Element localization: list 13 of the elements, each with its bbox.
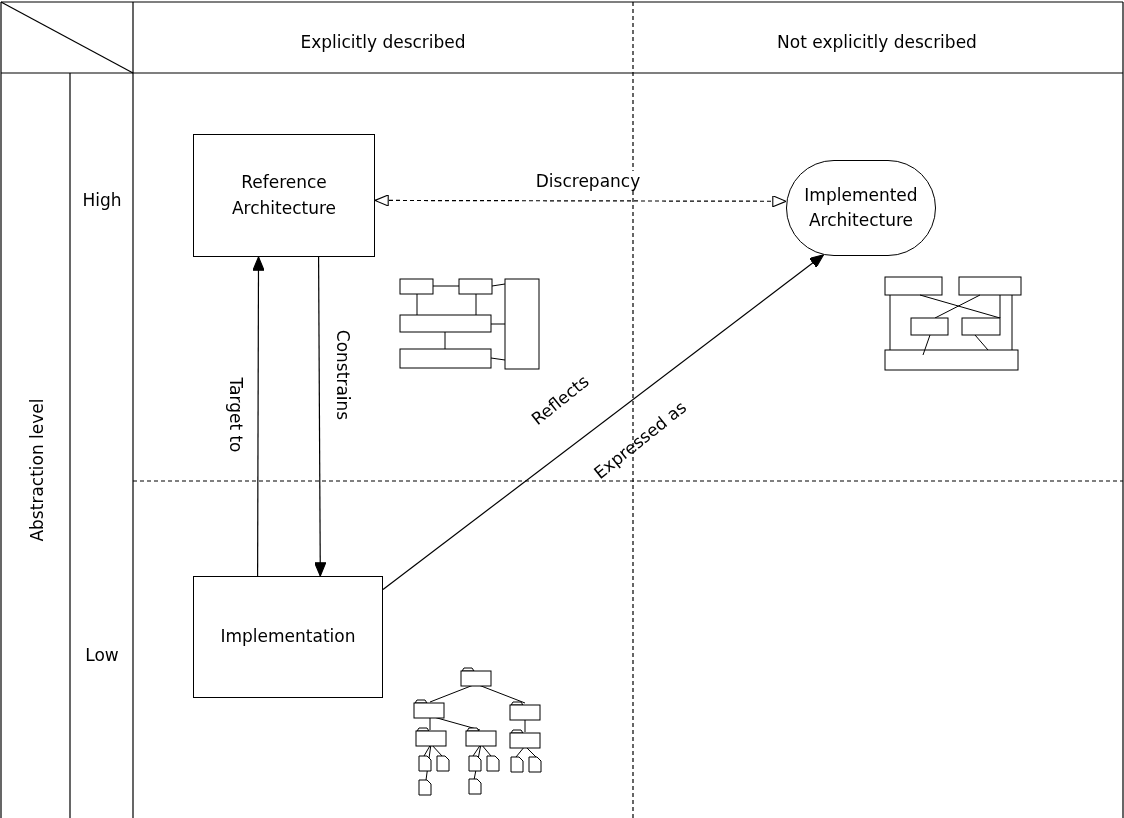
column-header: Explicitly described xyxy=(300,32,466,52)
row-header: High xyxy=(82,190,122,210)
arrow xyxy=(374,194,787,208)
rounded-box: Implemented Architecture xyxy=(786,160,936,256)
arrow xyxy=(252,256,265,577)
column-header: Not explicitly described xyxy=(777,32,977,52)
arrow xyxy=(382,254,825,590)
edge-label: Target to xyxy=(226,375,246,455)
axis-title: Abstraction level xyxy=(27,398,47,542)
process-box: Reference Architecture xyxy=(193,134,375,257)
process-box: Implementation xyxy=(193,576,383,698)
arrow xyxy=(314,256,327,577)
row-header: Low xyxy=(85,645,119,665)
